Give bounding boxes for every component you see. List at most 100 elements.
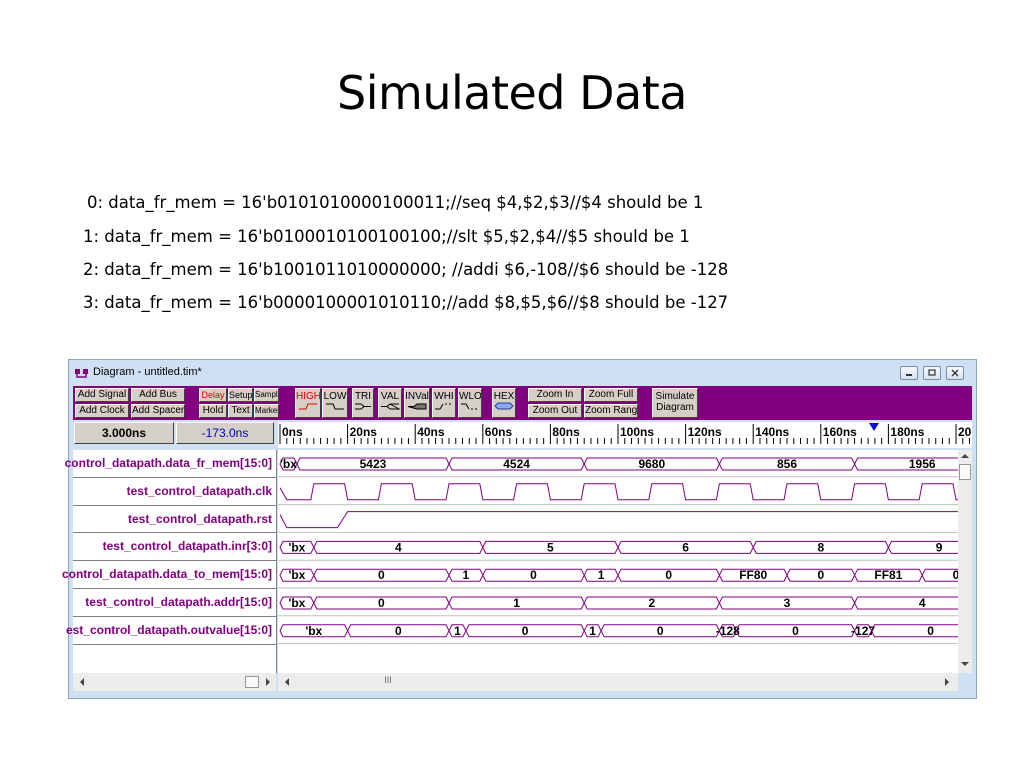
- signal-name[interactable]: test_control_datapath.clk: [126, 483, 272, 498]
- bus-value: 6: [682, 540, 689, 554]
- val-button[interactable]: VAL: [378, 388, 402, 418]
- signal-name[interactable]: control_datapath.data_to_mem[15:0]: [61, 567, 272, 582]
- minimize-button[interactable]: [900, 366, 918, 380]
- sim-line-1: 1: data_fr_mem = 16'b0100010100100100;//…: [83, 227, 690, 246]
- scroll-down-icon[interactable]: [961, 661, 969, 667]
- row-separator: [73, 588, 276, 589]
- bus-segment[interactable]: [887, 540, 958, 554]
- rst-waveform[interactable]: [279, 511, 958, 529]
- sim-line-3: 3: data_fr_mem = 16'b0000100001010110;//…: [83, 293, 729, 312]
- names-horizontal-scrollbar[interactable]: [73, 673, 276, 691]
- tri-button[interactable]: TRI: [352, 388, 374, 418]
- ruler-label: 60ns: [485, 425, 513, 439]
- bus-value: 0: [395, 624, 402, 638]
- low-label: LOW: [323, 391, 347, 402]
- restore-button[interactable]: [923, 366, 941, 380]
- zoom-in-button[interactable]: Zoom In: [528, 388, 582, 402]
- bus-value: FF81: [874, 568, 902, 582]
- signal-name[interactable]: est_control_datapath.outvalue[15:0]: [65, 622, 272, 637]
- bus-value: 'bx: [288, 540, 305, 554]
- text-button[interactable]: Text: [228, 404, 253, 418]
- delay-button[interactable]: Delay: [199, 388, 227, 402]
- inval-button[interactable]: INVal: [404, 388, 430, 418]
- add-bus-button[interactable]: Add Bus: [131, 388, 185, 402]
- inval-label: INVal: [405, 391, 429, 402]
- simulate-label: Simulate: [655, 391, 695, 402]
- bus-value: 0: [378, 568, 385, 582]
- ruler-label: 0ns: [282, 425, 303, 439]
- bus-segment[interactable]: [870, 624, 959, 638]
- bus-value: 5: [547, 540, 554, 554]
- sim-line-0: 0: data_fr_mem = 16'b0101010000100011;//…: [87, 193, 704, 212]
- bus-value: 'bx: [305, 624, 322, 638]
- val-wave-icon: [381, 403, 401, 410]
- wlo-button[interactable]: WLO: [458, 388, 482, 418]
- ruler-label: 180ns: [890, 425, 924, 439]
- ruler-label: 40ns: [417, 425, 445, 439]
- waveform-scroll-thumb[interactable]: III: [384, 675, 392, 685]
- scroll-right-icon[interactable]: [944, 678, 950, 686]
- wlo-wave-icon: [461, 403, 477, 410]
- bus-value: 0: [817, 568, 824, 582]
- add-clock-button[interactable]: Add Clock: [75, 404, 129, 418]
- diagram-window: Diagram - untitled.tim* Add Signal Add B…: [62, 359, 977, 699]
- high-label: HIGH: [296, 391, 321, 402]
- names-scroll-thumb[interactable]: [245, 676, 259, 688]
- setup-button[interactable]: Setup: [228, 388, 253, 402]
- time-marker-icon[interactable]: [869, 423, 879, 431]
- sim-line-2: 2: data_fr_mem = 16'b1001011010000000; /…: [83, 260, 729, 279]
- bus-value: 1: [463, 568, 470, 582]
- simulate-diagram-button[interactable]: Simulate Diagram: [652, 388, 698, 418]
- waveform-horizontal-scrollbar[interactable]: III: [278, 673, 958, 691]
- row-separator: [73, 615, 276, 617]
- high-button[interactable]: HIGH: [295, 388, 321, 418]
- scroll-left-icon[interactable]: [79, 678, 85, 686]
- bus-value: 3: [784, 596, 791, 610]
- add-signal-button[interactable]: Add Signal: [75, 388, 129, 402]
- whi-wave-icon: [435, 403, 451, 410]
- zoom-out-button[interactable]: Zoom Out: [528, 404, 582, 418]
- zoom-full-button[interactable]: Zoom Full: [584, 388, 638, 402]
- signal-name[interactable]: test_control_datapath.addr[15:0]: [85, 595, 272, 609]
- ruler-label: 20: [958, 425, 972, 439]
- hex-button[interactable]: HEX: [492, 388, 516, 418]
- whi-button[interactable]: WHI: [432, 388, 456, 418]
- signal-name[interactable]: control_datapath.data_fr_mem[15:0]: [64, 456, 272, 470]
- close-button[interactable]: [946, 366, 964, 380]
- zoom-range-button[interactable]: Zoom Range: [584, 404, 638, 418]
- bus-value: 5423: [360, 457, 387, 471]
- scroll-up-icon[interactable]: [961, 453, 969, 459]
- hex-bus-icon: [494, 402, 514, 410]
- tri-label: TRI: [354, 391, 372, 402]
- delta-time[interactable]: -173.0ns: [176, 422, 274, 444]
- bus-segment[interactable]: [921, 568, 958, 582]
- cursor-time[interactable]: 3.000ns: [74, 422, 174, 444]
- scroll-right-icon[interactable]: [265, 678, 271, 686]
- bus-segment[interactable]: [854, 457, 958, 471]
- marker-button[interactable]: Marker: [254, 404, 279, 418]
- clk-waveform[interactable]: [279, 483, 958, 501]
- hex-label: HEX: [493, 391, 515, 402]
- bus-value: 0: [665, 568, 672, 582]
- bus-segment[interactable]: [854, 596, 958, 610]
- close-icon: [951, 369, 959, 377]
- hold-button[interactable]: Hold: [199, 404, 227, 418]
- bus-value: 9: [936, 540, 943, 554]
- signal-name[interactable]: test_control_datapath.inr[3:0]: [102, 539, 272, 554]
- val-label: VAL: [380, 391, 400, 402]
- sample-button[interactable]: Sample: [254, 388, 279, 402]
- slide-title: Simulated Data: [337, 66, 687, 120]
- signal-name[interactable]: test_control_datapath.rst: [127, 511, 272, 526]
- low-button[interactable]: LOW: [322, 388, 348, 418]
- vertical-scroll-thumb[interactable]: [959, 464, 971, 480]
- bus-value: 1: [513, 596, 520, 610]
- bus-value: 8: [817, 540, 824, 554]
- bus-value: 9680: [638, 457, 665, 471]
- scroll-left-icon[interactable]: [284, 678, 290, 686]
- vertical-scrollbar[interactable]: [958, 450, 972, 673]
- window-titlebar[interactable]: Diagram - untitled.tim*: [69, 360, 976, 386]
- add-spacer-button[interactable]: Add Spacer: [131, 404, 185, 418]
